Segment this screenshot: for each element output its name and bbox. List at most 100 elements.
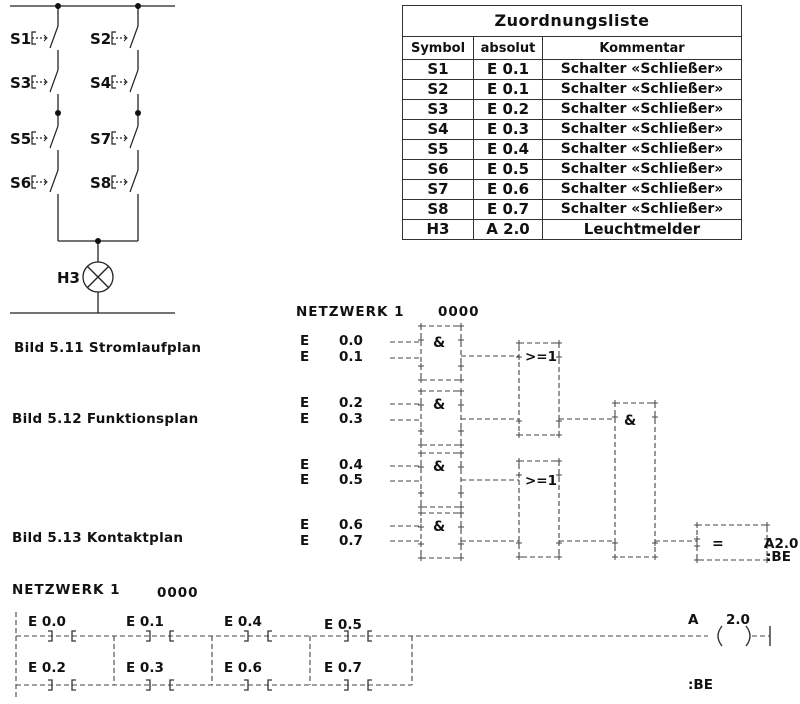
junction-dot [55,3,61,9]
contact-label: E 0.3 [126,660,164,676]
cell-symbol: S8 [402,199,474,220]
or-box [518,460,560,558]
header-symbol: Symbol [402,36,474,60]
and-symbol: & [433,519,445,535]
junction-dot [135,3,141,9]
fup-input-address: 0.4 [339,457,363,473]
nc-open-contact [244,630,272,642]
cell-kommentar: Schalter «Schließer» [542,59,742,80]
switch-label: S2 [90,30,111,48]
contact-label: E 0.0 [28,614,66,630]
cell-symbol: H3 [402,219,474,240]
or-box [518,342,560,436]
assign-box [696,524,768,561]
fup-network-label: NETZWERK 1 [296,304,405,320]
fup-input-address: 0.3 [339,411,363,427]
ladder-diagram [15,612,770,698]
switch-contact [31,125,59,149]
cell-kommentar: Schalter «Schließer» [542,159,742,180]
nc-open-contact [146,630,174,642]
cell-symbol: S2 [402,79,474,100]
cell-absolut: E 0.4 [473,139,543,160]
fup-input-operand: E [300,349,309,365]
cell-absolut: E 0.5 [473,159,543,180]
fup-input-operand: E [300,472,309,488]
fup-output-address: A2.0 [764,536,798,552]
fup-input-operand: E [300,333,309,349]
header-kommentar: Kommentar [542,36,742,60]
cell-symbol: S3 [402,99,474,120]
coil-operand: A [688,612,699,628]
cell-absolut: A 2.0 [473,219,543,240]
switch-label: S4 [90,74,111,92]
and-box [420,512,462,559]
and-box-final [614,402,656,558]
assignment-table: Zuordnungsliste Symbol absolut Kommentar… [402,5,742,240]
switch-contact [111,125,139,149]
cell-absolut: E 0.1 [473,59,543,80]
cell-kommentar: Schalter «Schließer» [542,199,742,220]
cell-kommentar: Schalter «Schließer» [542,79,742,100]
and-symbol: & [433,335,445,351]
cell-kommentar: Leuchtmelder [542,219,742,240]
kop-network-number: 0000 [157,585,199,601]
nc-open-contact [146,679,174,691]
coil-address: 2.0 [726,612,750,628]
switch-contact [31,69,59,93]
cell-kommentar: Schalter «Schließer» [542,119,742,140]
or-symbol: >=1 [525,349,557,365]
cell-absolut: E 0.1 [473,79,543,100]
cell-absolut: E 0.2 [473,99,543,120]
contact-label: E 0.2 [28,660,66,676]
cell-kommentar: Schalter «Schließer» [542,99,742,120]
table-header-row: Symbol absolut Kommentar [402,36,742,60]
fup-input-operand: E [300,533,309,549]
cell-kommentar: Schalter «Schließer» [542,139,742,160]
switch-label: S6 [10,174,31,192]
nc-open-contact [48,679,76,691]
fup-input-address: 0.6 [339,517,363,533]
switch-label: S8 [90,174,111,192]
nc-open-contact [48,630,76,642]
or-symbol: >=1 [525,473,557,489]
cell-absolut: E 0.3 [473,119,543,140]
contact-label: E 0.4 [224,614,262,630]
switch-label: S3 [10,74,31,92]
cell-symbol: S6 [402,159,474,180]
and-box [420,390,462,446]
fup-input-address: 0.1 [339,349,363,365]
junction-dot [55,110,61,116]
kop-block-end: :BE [688,677,713,693]
switch-label: S7 [90,130,111,148]
contact-label: E 0.1 [126,614,164,630]
assignment-table-container: Zuordnungsliste Symbol absolut Kommentar… [402,5,742,251]
assign-symbol: = [712,536,724,552]
circuit-diagram [10,3,175,314]
contact-label: E 0.5 [324,617,362,633]
caption-funktionsplan: Bild 5.12 Funktionsplan [12,411,199,427]
fup-block-end: :BE [766,549,791,565]
switch-contact [111,69,139,93]
switch-contact [31,25,59,49]
cell-symbol: S5 [402,139,474,160]
fup-input-address: 0.0 [339,333,363,349]
junction-dot [135,110,141,116]
fup-input-operand: E [300,517,309,533]
nc-open-contact [344,679,372,691]
switch-label: S5 [10,130,31,148]
switch-contact [31,169,59,193]
cell-kommentar: Schalter «Schließer» [542,179,742,200]
fup-input-address: 0.2 [339,395,363,411]
cell-symbol: S7 [402,179,474,200]
fup-input-address: 0.7 [339,533,363,549]
lamp-label: H3 [57,269,80,287]
